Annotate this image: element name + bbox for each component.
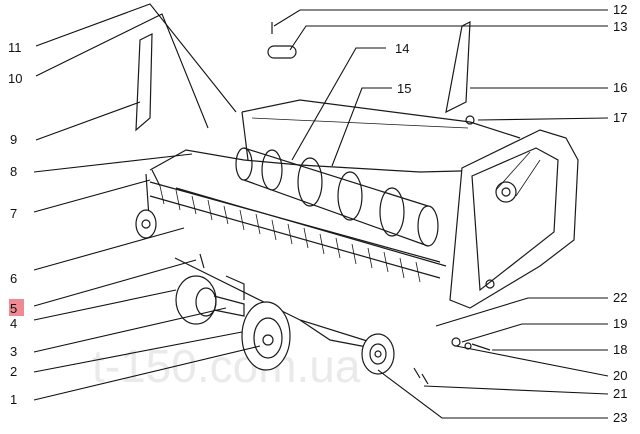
watermark: t-150.com.ua	[92, 340, 361, 392]
callout-13: 13	[613, 19, 627, 34]
auger-drum	[235, 147, 439, 247]
callout-16: 16	[613, 80, 627, 95]
callout-labels: 1 2 3 4 5 6 7 8 9 10 11 12 13 14 15 16 1…	[8, 2, 627, 425]
callout-20: 20	[613, 368, 627, 383]
callout-14: 14	[395, 41, 409, 56]
callout-4: 4	[10, 316, 17, 331]
callout-10: 10	[8, 71, 22, 86]
left-wheel	[135, 209, 157, 239]
callout-2: 2	[10, 364, 17, 379]
callout-8: 8	[10, 164, 17, 179]
tine-bar	[149, 181, 447, 283]
callout-23: 23	[613, 410, 627, 425]
callout-21: 21	[613, 386, 627, 401]
small-parts	[135, 21, 491, 385]
callout-17: 17	[613, 110, 627, 125]
callout-15: 15	[397, 81, 411, 96]
callout-9: 9	[10, 132, 17, 147]
callout-5: 5	[10, 301, 17, 316]
highlight-box	[9, 299, 24, 316]
callout-11: 11	[8, 40, 22, 55]
callout-12: 12	[613, 2, 627, 17]
header-body	[145, 99, 579, 349]
bearing-housing	[175, 275, 245, 325]
callout-1: 1	[10, 392, 17, 407]
leader-lines	[33, 3, 609, 419]
right-wheel	[361, 333, 395, 375]
callout-3: 3	[10, 344, 17, 359]
callout-19: 19	[613, 316, 627, 331]
disc-hub	[241, 301, 291, 371]
callout-18: 18	[613, 342, 627, 357]
callout-6: 6	[10, 271, 17, 286]
callout-7: 7	[10, 206, 17, 221]
callout-22: 22	[613, 290, 627, 305]
